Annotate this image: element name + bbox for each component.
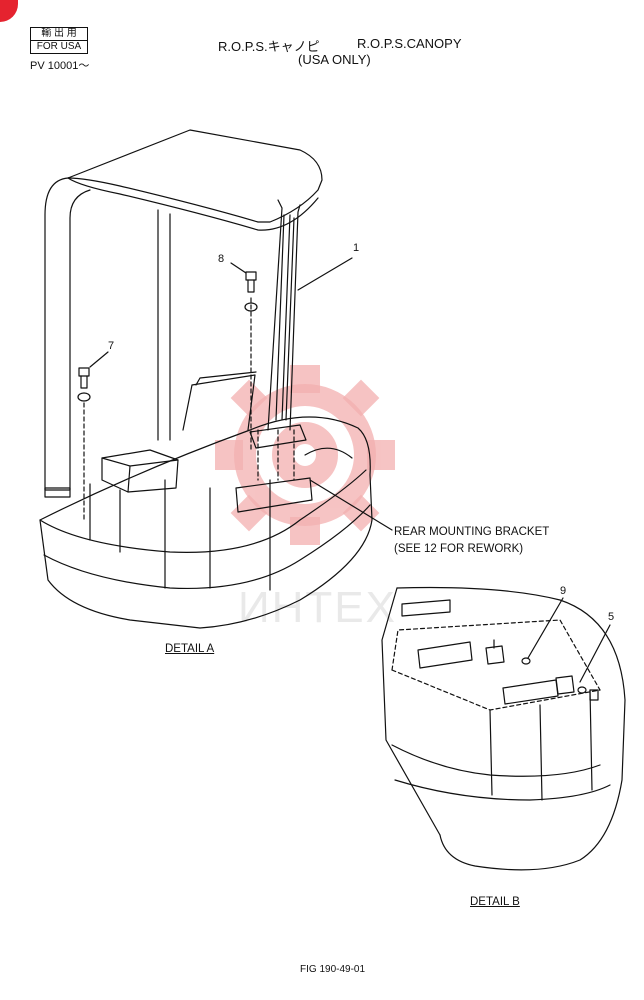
page-title-en: R.O.P.S.CANOPY [357,36,462,51]
bolt-7 [77,351,109,521]
machine-base [39,416,393,629]
detail-b-drawing [381,586,626,871]
callout-8: 8 [218,253,225,265]
page-subtitle: (USA ONLY) [298,52,371,67]
bolt-8 [230,262,258,451]
detail-a-label: DETAIL A [165,643,215,655]
stamp-line-en: FOR USA [31,40,87,53]
serial-range: PV 10001～ [30,60,90,72]
bracket-note-line1: REAR MOUNTING BRACKET [394,526,550,538]
callout-7: 7 [108,340,115,352]
callout-1: 1 [353,242,360,254]
rear-post-right [267,199,301,431]
leader-1 [297,257,353,291]
canopy-roof [67,129,323,231]
export-stamp: 輸 出 用 FOR USA [30,27,88,54]
front-post-foot [44,487,71,498]
figure-number: FIG 190-49-01 [300,964,366,975]
page-title-jp: R.O.P.S.キャノピ [218,39,320,54]
bracket-note-line2: (SEE 12 FOR REWORK) [394,543,524,555]
rear-post-left [157,209,171,441]
operator-seat [101,371,257,493]
callout-9: 9 [560,585,567,597]
post-shading [275,214,295,421]
watermark-text: ИНТЕХ [238,583,397,632]
callout-5: 5 [608,611,615,623]
rear-bracket-plate [249,424,307,449]
front-post-left [44,177,91,491]
stamp-line-jp: 輸 出 用 [41,28,77,39]
detail-b-label: DETAIL B [470,896,520,908]
